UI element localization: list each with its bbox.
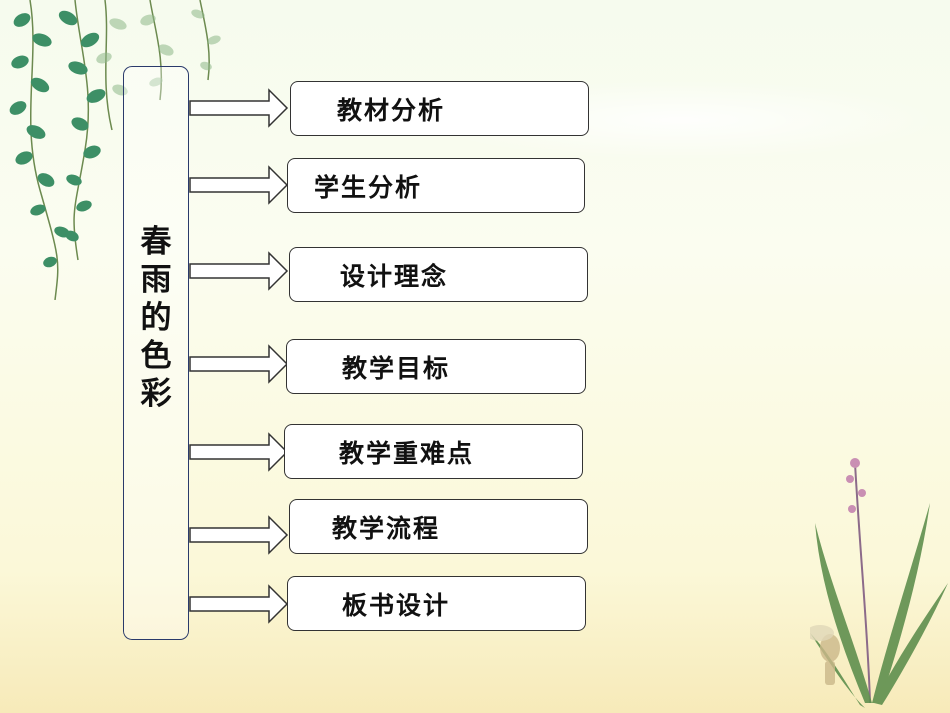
item-label: 教学流程: [332, 513, 441, 543]
item-label: 设计理念: [340, 261, 449, 291]
title-char: 雨: [140, 262, 172, 298]
item-label: 教学目标: [342, 353, 451, 383]
item-box-blackboard-design[interactable]: 板书设计: [287, 576, 586, 631]
item-box-teaching-process[interactable]: 教学流程: [289, 499, 588, 554]
orchid-plant-icon: [810, 458, 948, 708]
arrow-right-icon: [189, 88, 289, 128]
item-label: 学生分析: [314, 172, 423, 202]
arrow-right-icon: [189, 432, 289, 472]
arrow-right-icon: [189, 515, 289, 555]
item-box-student-analysis[interactable]: 学生分析: [287, 158, 585, 213]
title-char: 色: [140, 338, 172, 374]
arrow-right-icon: [189, 165, 289, 205]
title-char: 春: [140, 224, 172, 260]
arrow-right-icon: [189, 584, 289, 624]
item-box-key-difficult-points[interactable]: 教学重难点: [284, 424, 583, 479]
title-char: 彩: [140, 376, 172, 412]
title-char: 的: [140, 300, 172, 336]
arrow-right-icon: [189, 344, 289, 384]
main-topic-box: 春 雨 的 色 彩: [123, 66, 189, 640]
vine-decoration-icon: [9, 0, 221, 300]
item-box-teaching-objectives[interactable]: 教学目标: [286, 339, 586, 394]
main-topic-title: 春 雨 的 色 彩: [124, 223, 188, 413]
item-box-design-concept[interactable]: 设计理念: [289, 247, 588, 302]
item-label: 教学重难点: [339, 438, 475, 468]
item-box-textbook-analysis[interactable]: 教材分析: [290, 81, 589, 136]
arrow-right-icon: [189, 251, 289, 291]
item-label: 教材分析: [337, 95, 446, 125]
item-label: 板书设计: [342, 590, 451, 620]
